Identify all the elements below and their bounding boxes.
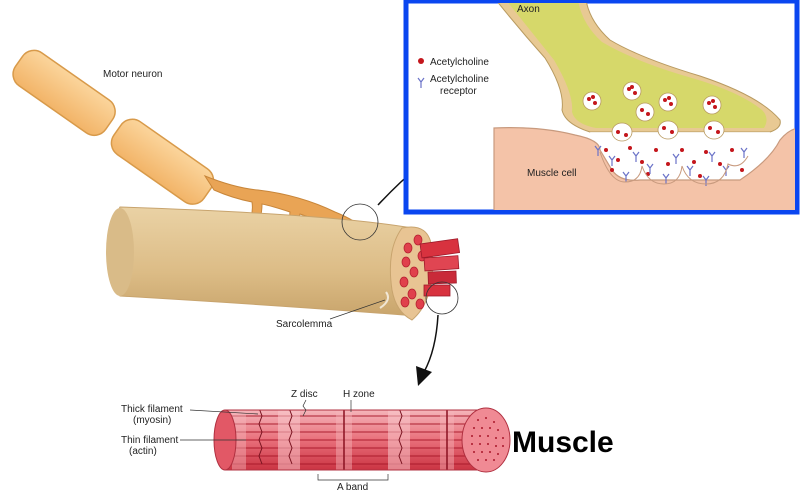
label-acetylcholine-receptor-line2: receptor xyxy=(440,86,477,97)
myofibril-end-dots xyxy=(471,417,504,461)
acetylcholine-legend-dot xyxy=(418,58,424,64)
label-z-disc: Z disc xyxy=(291,389,318,400)
myofibril-end-face xyxy=(461,407,511,473)
acetylcholine-receptors xyxy=(594,145,748,186)
label-thick-filament-line2: (myosin) xyxy=(133,415,171,426)
label-thick-filament-line1: Thick filament xyxy=(121,404,183,415)
receptor-legend-icon xyxy=(417,77,425,88)
myofibril xyxy=(213,407,511,473)
label-sarcolemma: Sarcolemma xyxy=(276,319,333,330)
label-motor-neuron: Motor neuron xyxy=(103,69,162,80)
label-h-zone: H zone xyxy=(343,389,375,400)
acetylcholine-molecules xyxy=(587,85,744,178)
zoom-arrow-myofibril xyxy=(416,314,439,386)
a-band-bracket xyxy=(317,474,389,481)
title-muscle: Muscle xyxy=(512,426,614,459)
muscle-fiber xyxy=(106,206,461,321)
myofibril-zoom-circle xyxy=(425,281,459,315)
label-thin-filament-line2: (actin) xyxy=(129,446,157,457)
label-acetylcholine: Acetylcholine xyxy=(430,57,489,68)
label-a-band: A band xyxy=(337,482,368,493)
myofibril-cross-sections xyxy=(399,234,427,310)
junction-zoom-circle xyxy=(341,203,379,241)
label-acetylcholine-receptor-line1: Acetylcholine xyxy=(430,74,489,85)
junction-inset: Acetylcholine Acetylcholine receptor Axo… xyxy=(403,0,800,215)
motor-neuron xyxy=(12,49,366,237)
label-muscle-cell: Muscle cell xyxy=(527,168,576,179)
label-axon: Axon xyxy=(517,4,540,15)
label-thin-filament-line1: Thin filament xyxy=(121,435,178,446)
protruding-myofibrils xyxy=(419,238,461,297)
